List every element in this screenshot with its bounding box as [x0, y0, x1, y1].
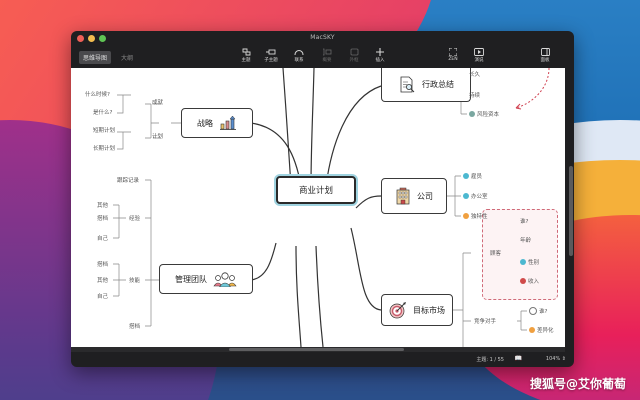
- title-bar: MacSKY 思维导图 大纲 主题 子主题 联系 概要 外框 插入 ZEN 演说 面板: [71, 31, 574, 67]
- target-icon: [389, 302, 406, 319]
- subtopic-icon: [260, 47, 282, 56]
- toolbar-label: 面板: [540, 58, 550, 63]
- branch-experience[interactable]: 经验: [129, 216, 141, 222]
- leaf-long-term[interactable]: 长期计划: [93, 146, 116, 152]
- branch-track-record[interactable]: 跟踪记录: [117, 178, 140, 184]
- book-icon[interactable]: 📖: [514, 355, 522, 362]
- root-node[interactable]: 商业计划: [276, 176, 356, 204]
- topic-management-team[interactable]: 管理团队: [159, 264, 253, 294]
- horizontal-scrollbar[interactable]: [229, 348, 404, 351]
- customer-boundary[interactable]: [482, 209, 558, 300]
- leaf-venture-capital[interactable]: 风险资本: [469, 110, 499, 118]
- toolbar-label: 插入: [375, 58, 385, 63]
- question-dot-icon: [529, 327, 535, 333]
- toolbar-summary-button[interactable]: 概要: [316, 47, 338, 63]
- toolbar-zen-button[interactable]: ZEN: [442, 47, 464, 62]
- toolbar-subtopic-button[interactable]: 子主题: [260, 47, 282, 63]
- maximize-button[interactable]: [99, 35, 106, 42]
- leaf-exp-other[interactable]: 其他: [97, 203, 109, 209]
- boundary-icon: [343, 47, 365, 56]
- toolbar-label: 子主题: [264, 58, 278, 63]
- leaf-gender[interactable]: 性别: [520, 258, 539, 266]
- person-dot-icon: [463, 173, 469, 179]
- building-icon: [396, 187, 410, 205]
- minimize-button[interactable]: [88, 35, 95, 42]
- branch-plan[interactable]: 计划: [152, 134, 164, 140]
- question-dot-icon: [463, 213, 469, 219]
- document-search-icon: [400, 76, 415, 92]
- leaf-sustain[interactable]: 持续: [469, 93, 481, 99]
- leaf-uniqueness[interactable]: 独特性: [463, 212, 488, 220]
- toolbar-panel-button[interactable]: 面板: [534, 47, 556, 63]
- person-dot-icon: [520, 259, 526, 265]
- leaf-exp-partner[interactable]: 搭档: [97, 216, 109, 222]
- toolbar-label: 联系: [294, 58, 304, 63]
- toolbar-present-button[interactable]: 演说: [468, 47, 490, 63]
- leaf-skill-partner[interactable]: 搭档: [97, 262, 109, 268]
- topic-company[interactable]: 公司: [381, 178, 447, 214]
- branch-competitors[interactable]: 竞争对手: [474, 319, 497, 325]
- panel-icon: [534, 47, 556, 56]
- toolbar-boundary-button[interactable]: 外框: [343, 47, 365, 63]
- leaf-age[interactable]: 年龄: [520, 238, 532, 244]
- app-window: MacSKY 思维导图 大纲 主题 子主题 联系 概要 外框 插入 ZEN 演说 面板: [71, 31, 574, 367]
- toolbar-label: ZEN: [448, 57, 458, 62]
- leaf-when[interactable]: 什么时候?: [85, 92, 110, 98]
- window-controls: [77, 35, 106, 42]
- leaf-customer-who[interactable]: 谁?: [520, 219, 529, 225]
- toolbar-label: 演说: [474, 58, 484, 63]
- summary-icon: [316, 47, 338, 56]
- topic-icon: [235, 47, 257, 56]
- branch-partner[interactable]: 搭档: [129, 324, 141, 330]
- tab-outline[interactable]: 大纲: [121, 55, 134, 62]
- mindmap-canvas[interactable]: 商业计划 战略 成就 计划 什么时候? 是什么? 短期计划 长期计划 管理团队: [71, 68, 565, 347]
- zoom-level[interactable]: 104% ⇕: [545, 356, 566, 362]
- leaf-what[interactable]: 是什么?: [93, 110, 113, 116]
- office-dot-icon: [463, 193, 469, 199]
- leaf-long-lasting[interactable]: 长久: [469, 72, 481, 78]
- leaf-differentiation[interactable]: 差异化: [529, 326, 554, 334]
- leaf-income[interactable]: 收入: [520, 277, 539, 285]
- topic-strategy[interactable]: 战略: [181, 108, 253, 138]
- toolbar-label: 外框: [349, 58, 359, 63]
- person-outline-icon: [529, 307, 537, 315]
- branch-skills[interactable]: 技能: [129, 278, 141, 284]
- toolbar-label: 主题: [241, 58, 251, 63]
- watermark: 搜狐号@艾你葡萄: [529, 377, 626, 391]
- window-title: MacSKY: [310, 34, 335, 41]
- team-people-icon: [213, 272, 237, 287]
- tab-mindmap[interactable]: 思维导图: [79, 51, 112, 64]
- present-icon: [468, 47, 490, 56]
- topic-count: 主题: 1 / 55: [476, 357, 504, 363]
- toolbar-relationship-button[interactable]: 联系: [288, 47, 310, 63]
- view-tabs: 思维导图 大纲: [79, 51, 137, 64]
- relationship-icon: [288, 47, 310, 56]
- leaf-employees[interactable]: 雇员: [463, 172, 482, 180]
- zen-icon: [442, 47, 464, 56]
- bar-chart-icon: [220, 115, 236, 130]
- insert-icon: [369, 47, 391, 56]
- branch-achievement[interactable]: 成就: [152, 100, 164, 106]
- branch-customers[interactable]: 顾客: [490, 251, 502, 257]
- leaf-short-term[interactable]: 短期计划: [93, 128, 116, 134]
- topic-executive-summary[interactable]: 行政总结: [381, 68, 471, 102]
- leaf-competitor-who[interactable]: 谁?: [529, 307, 547, 315]
- vertical-scrollbar[interactable]: [569, 166, 573, 256]
- leaf-office[interactable]: 办公室: [463, 192, 488, 200]
- leaf-skill-self[interactable]: 自己: [97, 294, 109, 300]
- leaf-skill-other[interactable]: 其他: [97, 278, 109, 284]
- toolbar-topic-button[interactable]: 主题: [235, 47, 257, 63]
- status-bar: 主题: 1 / 55 📖 104% ⇕: [71, 352, 574, 367]
- topic-target-market[interactable]: 目标市场: [381, 294, 453, 326]
- info-dot-icon: [469, 111, 475, 117]
- money-dot-icon: [520, 278, 526, 284]
- close-button[interactable]: [77, 35, 84, 42]
- toolbar-insert-button[interactable]: 插入: [369, 47, 391, 63]
- toolbar-label: 概要: [322, 58, 332, 63]
- leaf-exp-self[interactable]: 自己: [97, 236, 109, 242]
